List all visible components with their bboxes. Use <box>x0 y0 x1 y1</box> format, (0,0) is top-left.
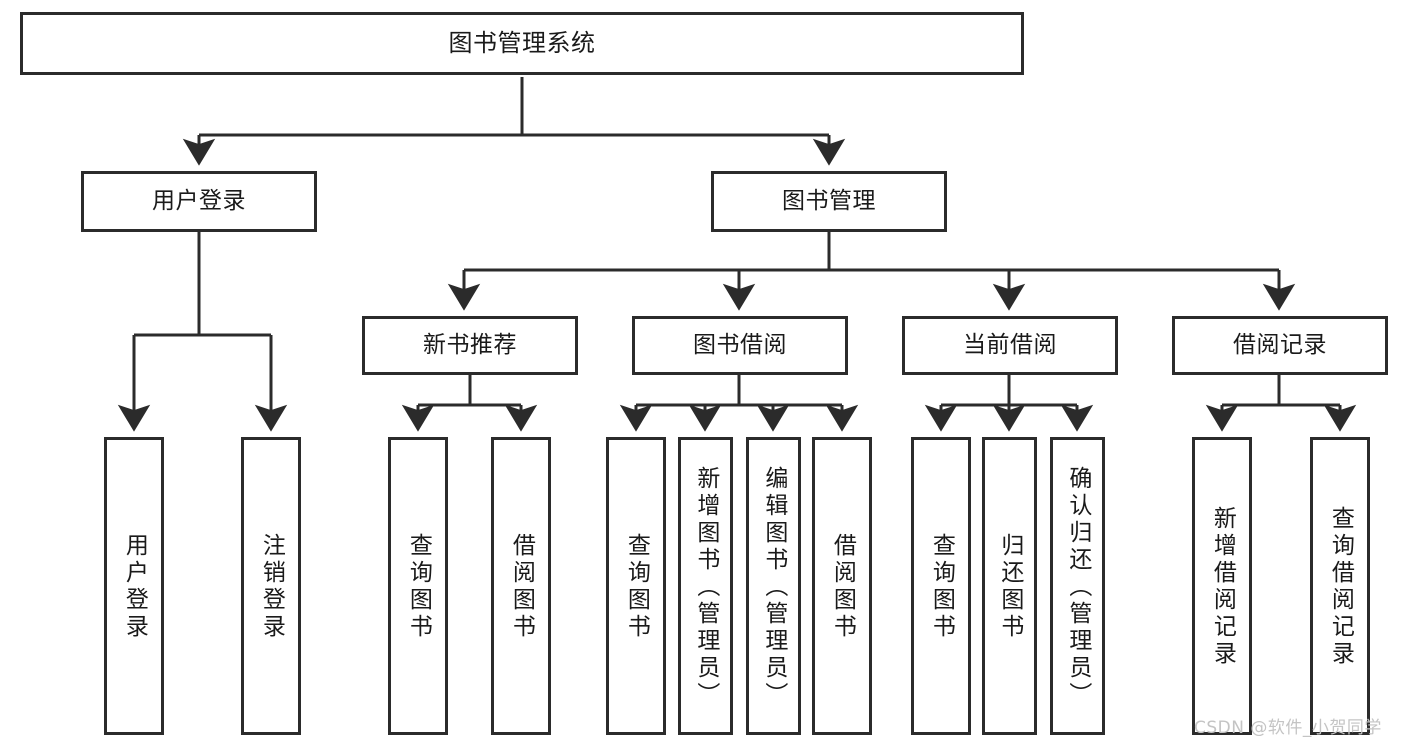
node-leaf-add-book-label: 新增图书（管理员） <box>692 465 719 709</box>
node-leaf-query-book-3[interactable]: 查询图书 <box>911 437 971 735</box>
node-leaf-add-record-label: 新增借阅记录 <box>1209 506 1236 668</box>
node-root[interactable]: 图书管理系统 <box>20 12 1024 75</box>
node-leaf-user-login[interactable]: 用户登录 <box>104 437 164 735</box>
csdn-watermark: CSDN @软件_小贺同学 <box>1194 718 1382 738</box>
node-new-book-recommend-label: 新书推荐 <box>423 332 517 359</box>
node-leaf-borrow-book-1-label: 借阅图书 <box>508 533 535 641</box>
node-leaf-confirm-return-label: 确认归还（管理员） <box>1064 465 1091 709</box>
node-leaf-user-login-label: 用户登录 <box>121 533 148 641</box>
node-current-borrow-label: 当前借阅 <box>963 332 1057 359</box>
node-leaf-add-record[interactable]: 新增借阅记录 <box>1192 437 1252 735</box>
node-leaf-logout-login[interactable]: 注销登录 <box>241 437 301 735</box>
node-leaf-return-book-label: 归还图书 <box>996 533 1023 641</box>
node-leaf-query-book-2[interactable]: 查询图书 <box>606 437 666 735</box>
node-leaf-query-book-2-label: 查询图书 <box>623 533 650 641</box>
node-root-label: 图书管理系统 <box>448 28 596 57</box>
node-leaf-borrow-book-2[interactable]: 借阅图书 <box>812 437 872 735</box>
node-user-login-label: 用户登录 <box>152 188 246 215</box>
node-leaf-query-record-label: 查询借阅记录 <box>1327 506 1354 668</box>
node-leaf-edit-book[interactable]: 编辑图书（管理员） <box>746 437 801 735</box>
node-leaf-query-book-1-label: 查询图书 <box>405 533 432 641</box>
node-new-book-recommend[interactable]: 新书推荐 <box>362 316 578 375</box>
node-book-management[interactable]: 图书管理 <box>711 171 947 232</box>
node-borrow-record[interactable]: 借阅记录 <box>1172 316 1388 375</box>
node-leaf-edit-book-label: 编辑图书（管理员） <box>760 465 787 709</box>
node-leaf-confirm-return[interactable]: 确认归还（管理员） <box>1050 437 1105 735</box>
node-leaf-borrow-book-1[interactable]: 借阅图书 <box>491 437 551 735</box>
node-user-login[interactable]: 用户登录 <box>81 171 317 232</box>
node-book-management-label: 图书管理 <box>782 188 876 215</box>
node-leaf-return-book[interactable]: 归还图书 <box>982 437 1037 735</box>
node-leaf-query-book-3-label: 查询图书 <box>928 533 955 641</box>
node-book-borrow[interactable]: 图书借阅 <box>632 316 848 375</box>
node-leaf-query-book-1[interactable]: 查询图书 <box>388 437 448 735</box>
node-leaf-logout-login-label: 注销登录 <box>258 533 285 641</box>
node-book-borrow-label: 图书借阅 <box>693 332 787 359</box>
node-current-borrow[interactable]: 当前借阅 <box>902 316 1118 375</box>
node-borrow-record-label: 借阅记录 <box>1233 332 1327 359</box>
node-leaf-borrow-book-2-label: 借阅图书 <box>829 533 856 641</box>
node-leaf-add-book[interactable]: 新增图书（管理员） <box>678 437 733 735</box>
node-leaf-query-record[interactable]: 查询借阅记录 <box>1310 437 1370 735</box>
